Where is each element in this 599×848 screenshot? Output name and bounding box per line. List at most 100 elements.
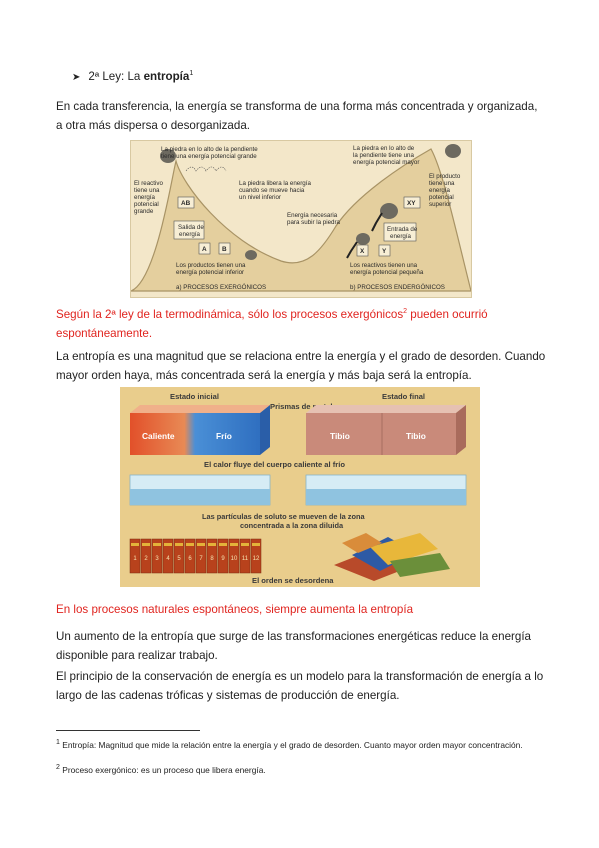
book-band [252, 543, 260, 546]
book-number: 5 [177, 556, 181, 562]
book-number: 3 [155, 556, 159, 562]
book-spine [217, 538, 229, 574]
book-number: 8 [210, 556, 214, 562]
book-number: 4 [166, 556, 170, 562]
book-band [208, 543, 216, 546]
book-band [230, 543, 238, 546]
fig1-a-libera-3: un nivel inferior [239, 194, 281, 201]
paragraph-transfer: En cada transferencia, la energía se tra… [56, 100, 538, 132]
book-band [153, 543, 161, 546]
book-spine [206, 538, 218, 574]
fig1-b-nec-1: Energía necesaria [287, 212, 338, 219]
footnote-ref-1[interactable]: 1 [189, 70, 194, 78]
fig2-particulas-1: Las partículas de soluto se mueven de la… [202, 512, 366, 521]
fig1-a-libera-1: La piedra libera la energía [239, 180, 311, 187]
fig1-b-prod-1: El producto [429, 173, 461, 180]
fig1-b-entrada-2: energía [390, 233, 412, 240]
book-number: 12 [253, 556, 260, 562]
messy-books [334, 533, 450, 581]
book-number: 7 [199, 556, 203, 562]
book-spine [184, 538, 196, 574]
fig2-estado-inicial: Estado inicial [170, 392, 219, 401]
book-band [197, 543, 205, 546]
book-number: 1 [133, 556, 137, 562]
book-spine [129, 538, 141, 574]
book-spine [228, 538, 240, 574]
fig1-b-Y: Y [382, 248, 387, 255]
fig1-b-caption: b) PROCESOS ENDERGÓNICOS [350, 284, 445, 291]
book-number: 9 [221, 556, 225, 562]
book-band [186, 543, 194, 546]
fig1-a-react-4: potencial [134, 201, 159, 208]
fig1-a-react-2: tiene una [134, 187, 160, 194]
section-heading: ➤ 2ª Ley: La entropía1 [72, 70, 193, 83]
book-band [241, 543, 249, 546]
book-number: 2 [144, 556, 148, 562]
fig1-a-react-1: El reactivo [134, 180, 163, 187]
book-band [131, 543, 139, 546]
book-spine [173, 538, 185, 574]
fig1-b-nec-2: para subir la piedra [287, 219, 341, 226]
fig1-a-react-3: energía [134, 194, 156, 201]
book-spine [140, 538, 152, 574]
figure-exergonic-endergonic: La piedra en lo alto de la pendiente tie… [130, 140, 472, 298]
book-band [164, 543, 172, 546]
fig1-b-entrada-1: Entrada de [387, 226, 418, 233]
fig1-b-xy: XY [407, 200, 416, 207]
fig1-b-prod-2: tiene una [429, 180, 455, 187]
fig1-b-top-3: energía potencial mayor [353, 159, 419, 166]
footnote-ref-2[interactable]: 2 [403, 308, 408, 316]
fig1-a-react-5: grande [134, 208, 154, 215]
book-spine [250, 538, 262, 574]
arrow-bullet-icon: ➤ [72, 72, 81, 83]
book-number: 6 [188, 556, 192, 562]
footnote-2: 2 Proceso exergónico: es un proceso que … [56, 764, 266, 775]
fig1-a-prod-2: energía potencial inferior [176, 269, 244, 276]
book-band [219, 543, 227, 546]
fig2-calor: El calor fluye del cuerpo caliente al fr… [204, 460, 345, 469]
fig1-a-B: B [222, 246, 227, 253]
fig1-a-salida-1: Salida de [178, 224, 204, 231]
fig1-b-prod-3: energía [429, 187, 451, 194]
fig2-prismas: Prismas de metal [270, 402, 332, 411]
book-band [175, 543, 183, 546]
paragraph-second-law-red: Según la 2ª ley de la termodinámica, sól… [56, 308, 488, 340]
fig2-frio: Frío [216, 431, 232, 441]
figure-entropy-examples: Estado inicial Prismas de metal Estado f… [120, 387, 480, 587]
fig1-a-caption: a) PROCESOS EXERGÓNICOS [176, 284, 266, 291]
fig1-b-react-1: Los reactivos tienen una [350, 262, 418, 269]
fig1-a-top-1: La piedra en lo alto de la pendiente [161, 146, 258, 153]
fig2-caliente: Caliente [142, 431, 175, 441]
fig2-estado-final: Estado final [382, 392, 425, 401]
book-band [142, 543, 150, 546]
heading-text: 2ª Ley: La [88, 70, 144, 83]
fig1-a-ab: AB [181, 200, 191, 207]
fig1-b-top-2: la pendiente tiene una [353, 152, 414, 159]
fig1-b-react-2: energía potencial pequeña [350, 269, 424, 276]
fig2-tibio-2: Tibio [406, 431, 426, 441]
book-spine [162, 538, 174, 574]
heading-bold-term: entropía [143, 70, 190, 83]
paragraph-entropy-work: Un aumento de la entropía que surge de l… [56, 630, 531, 662]
paragraph-energy-conservation: El principio de la conservación de energ… [56, 670, 544, 702]
fig1-a-top-2: tiene una energía potencial grande [161, 153, 257, 160]
book-spine [195, 538, 207, 574]
book-spine [151, 538, 163, 574]
paragraph-entropy-definition: La entropía es una magnitud que se relac… [56, 350, 546, 382]
fig2-particulas-2: concentrada a la zona diluida [240, 521, 344, 530]
book-number: 10 [231, 556, 238, 562]
fig1-b-prod-4: potencial [429, 194, 454, 201]
fig1-b-top-1: La piedra en lo alto de [353, 145, 415, 152]
fig1-a-salida-2: energía [179, 231, 201, 238]
book-spine [239, 538, 251, 574]
fig1-a-A: A [202, 246, 207, 253]
fig1-b-prod-5: superior [429, 201, 451, 208]
fig1-b-X: X [360, 248, 365, 255]
paragraph-entropy-increase-red: En los procesos naturales espontáneos, s… [56, 603, 414, 616]
fig2-tibio-1: Tibio [330, 431, 350, 441]
fig1-a-libera-2: cuando se mueve hacia [239, 187, 305, 194]
footnote-separator [56, 730, 200, 731]
fig1-a-prod-1: Los productos tienen una [176, 262, 246, 269]
footnote-1: 1 Entropía: Magnitud que mide la relació… [56, 739, 523, 750]
